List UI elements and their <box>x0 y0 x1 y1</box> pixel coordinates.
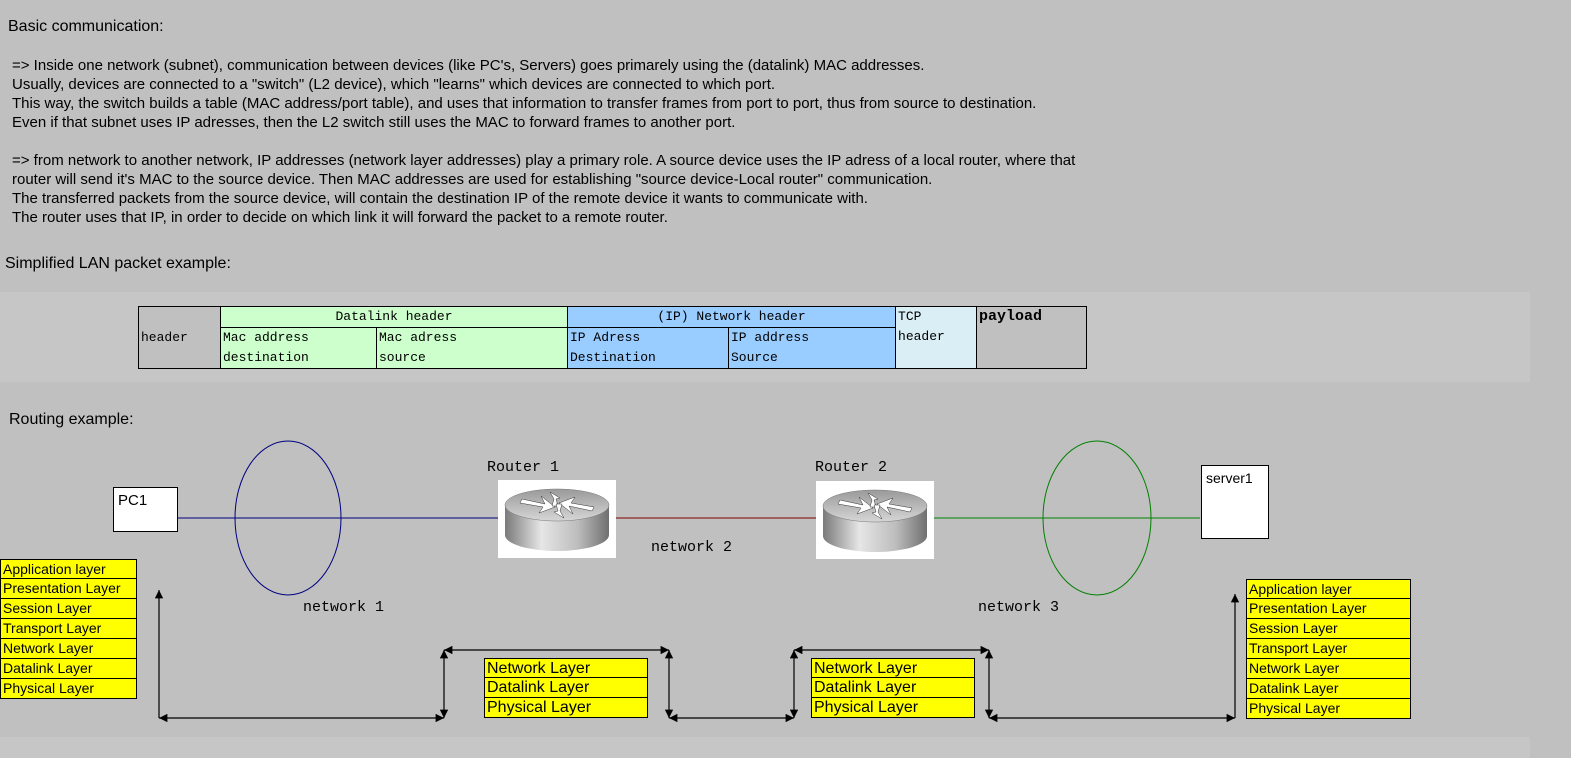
network2-label: network 2 <box>651 539 733 556</box>
router1-layer-stack: Network Layer Datalink Layer Physical La… <box>484 658 648 718</box>
tcp-header-line: header <box>898 329 945 344</box>
paragraph-line: => Inside one network (subnet), communic… <box>12 57 925 74</box>
router2-layer-stack: Network Layer Datalink Layer Physical La… <box>811 658 975 718</box>
layer-network: Network Layer <box>0 639 137 659</box>
payload-cell: payload <box>976 306 1088 369</box>
server-layer-stack: Application layer Presentation Layer Ses… <box>1246 579 1411 719</box>
mac-destination-line: Mac address <box>223 330 309 345</box>
server1-box: server1 <box>1201 465 1269 539</box>
layer-datalink: Datalink Layer <box>811 678 975 698</box>
paragraph-line: router will send it's MAC to the source … <box>12 171 933 188</box>
router2-icon <box>816 481 934 559</box>
paragraph-line: The router uses that IP, in order to dec… <box>12 209 668 226</box>
network1-label: network 1 <box>303 599 385 616</box>
layer-session: Session Layer <box>1246 619 1411 639</box>
layer-datalink: Datalink Layer <box>0 659 137 679</box>
bottom-band <box>0 737 1530 758</box>
router1-icon <box>498 480 616 558</box>
packet-header-cell: header <box>138 306 221 369</box>
tcp-header-line: TCP <box>898 309 922 324</box>
layer-datalink: Datalink Layer <box>1246 679 1411 699</box>
paragraph-line: => from network to another network, IP a… <box>12 152 1076 169</box>
paragraph-line: This way, the switch builds a table (MAC… <box>12 95 1037 112</box>
layer-presentation: Presentation Layer <box>0 579 137 599</box>
network3-ellipse <box>1042 440 1152 596</box>
ip-destination-line: Destination <box>570 350 656 365</box>
network-header-cell: (IP) Network header <box>566 306 897 328</box>
layer-network: Network Layer <box>484 658 648 678</box>
ip-source-line: Source <box>731 350 778 365</box>
tcp-header-cell: TCP header <box>895 306 978 369</box>
lan-packet-heading: Simplified LAN packet example: <box>5 255 231 272</box>
datalink-header-cell: Datalink header <box>220 306 568 328</box>
layer-physical: Physical Layer <box>811 698 975 718</box>
mac-source-line: source <box>379 350 426 365</box>
network1-ellipse <box>234 440 342 596</box>
paragraph-routing: => from network to another network, IP a… <box>12 151 1075 227</box>
layer-transport: Transport Layer <box>1246 639 1411 659</box>
layer-network: Network Layer <box>1246 659 1411 679</box>
ip-source-cell: IP address Source <box>727 327 897 369</box>
layer-application: Application layer <box>1246 579 1411 599</box>
layer-application: Application layer <box>0 559 137 579</box>
paragraph-line: Usually, devices are connected to a "swi… <box>12 76 776 93</box>
ip-destination-cell: IP Adress Destination <box>567 327 729 369</box>
router2-label: Router 2 <box>815 459 888 476</box>
layer-physical: Physical Layer <box>0 679 137 699</box>
layer-physical: Physical Layer <box>484 698 648 718</box>
paragraph-switching: => Inside one network (subnet), communic… <box>12 56 1036 132</box>
basic-communication-heading: Basic communication: <box>8 18 164 35</box>
routing-example-heading: Routing example: <box>9 411 134 428</box>
mac-source-cell: Mac adress source <box>376 327 568 369</box>
layer-session: Session Layer <box>0 599 137 619</box>
layer-datalink: Datalink Layer <box>484 678 648 698</box>
mac-source-line: Mac adress <box>379 330 458 345</box>
paragraph-line: Even if that subnet uses IP adresses, th… <box>12 114 736 131</box>
paragraph-line: The transferred packets from the source … <box>12 190 868 207</box>
mac-destination-line: destination <box>223 350 309 365</box>
network3-label: network 3 <box>978 599 1060 616</box>
layer-presentation: Presentation Layer <box>1246 599 1411 619</box>
packet-table: header Datalink header (IP) Network head… <box>138 306 1088 369</box>
ip-source-line: IP address <box>731 330 810 345</box>
pc-layer-stack: Application layer Presentation Layer Ses… <box>0 559 137 699</box>
layer-physical: Physical Layer <box>1246 699 1411 719</box>
router1-label: Router 1 <box>487 459 560 476</box>
layer-transport: Transport Layer <box>0 619 137 639</box>
ip-destination-line: IP Adress <box>570 330 641 345</box>
pc1-box: PC1 <box>113 487 178 532</box>
mac-destination-cell: Mac address destination <box>220 327 377 369</box>
layer-network: Network Layer <box>811 658 975 678</box>
